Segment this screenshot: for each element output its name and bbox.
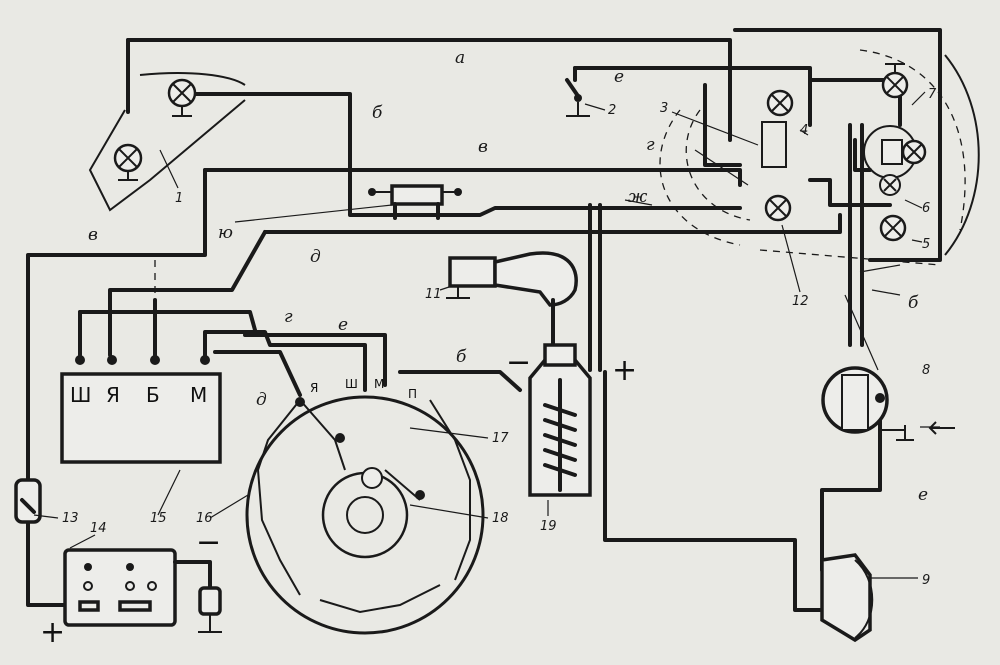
wire-v [203, 168, 742, 187]
wires [26, 28, 942, 612]
generator-terminal-sh: Ш [345, 377, 358, 391]
spark-plug-11 [446, 251, 578, 352]
wire-yu [348, 166, 742, 217]
headlight-1 [88, 72, 246, 212]
fuse-13 [14, 478, 42, 524]
callout-15: 15 [150, 511, 167, 526]
coil-plus: + [612, 353, 637, 388]
arrow-icon [928, 421, 955, 435]
generator-terminal-m: М [374, 377, 384, 391]
label-wire-g-right: г [646, 135, 655, 155]
battery-terminal-sh: Ш [70, 383, 91, 407]
label-wire-v: в [478, 137, 488, 157]
relay-box [761, 63, 927, 242]
label-wire-e: е [338, 315, 348, 335]
callout-11: 11 [425, 287, 442, 302]
panel-minus: − [196, 525, 221, 560]
battery-terminal-ya: Я [106, 383, 120, 407]
coil-minus: − [506, 345, 531, 380]
horn-9 [820, 553, 874, 643]
battery-15 [60, 355, 222, 464]
label-wire-d: д [310, 247, 321, 267]
generator-terminal-ya: Я [310, 381, 318, 395]
callout-17: 17 [492, 431, 509, 446]
callout-16: 16 [196, 511, 213, 526]
label-wire-g: г [284, 307, 293, 327]
label-wire-b-right: б [908, 293, 919, 313]
switch-2 [565, 78, 590, 117]
label-wire-a: а [455, 48, 465, 68]
label-wire-b-gen: б [456, 347, 467, 367]
relay-yu [368, 184, 462, 220]
label-wire-e-top: е [614, 67, 624, 87]
callout-12: 12 [792, 294, 809, 309]
ignition-coil-19 [528, 343, 592, 497]
label-wire-v-left: в [88, 225, 98, 245]
callout-2: 2 [608, 103, 616, 118]
label-wire-zh: ж [628, 187, 648, 207]
battery-terminal-m: М [190, 383, 207, 407]
leader-lines [33, 91, 940, 579]
battery-plus: + [40, 615, 65, 650]
callout-6: 6 [922, 201, 930, 216]
generator-terminal-p: П [408, 387, 417, 401]
label-wire-e-bottom: е [918, 485, 928, 505]
callout-9: 9 [922, 573, 930, 588]
wire-g [203, 330, 367, 392]
callout-8: 8 [922, 363, 930, 378]
label-wire-d-gen: д [256, 390, 267, 410]
wire-d [263, 213, 842, 234]
callout-3: 3 [660, 101, 668, 116]
wire-a [126, 38, 732, 142]
distributor-8 [821, 366, 914, 441]
switch-panel-14 [63, 548, 222, 633]
callout-4: 4 [800, 123, 808, 138]
wire-e-top [573, 66, 812, 127]
callout-14: 14 [90, 521, 107, 536]
dashed-boundary [659, 49, 966, 266]
callout-1: 1 [175, 191, 183, 206]
wire-e [243, 333, 387, 387]
wire-b [193, 92, 352, 170]
label-wire-yu: ю [218, 223, 233, 243]
callout-5: 5 [922, 237, 930, 252]
battery-terminal-b: Б [146, 383, 160, 407]
callout-13: 13 [62, 511, 79, 526]
generator-16 [245, 395, 485, 635]
callout-7: 7 [928, 87, 937, 102]
callout-18: 18 [492, 511, 509, 526]
label-wire-b: б [372, 103, 383, 123]
callout-19: 19 [540, 519, 557, 534]
